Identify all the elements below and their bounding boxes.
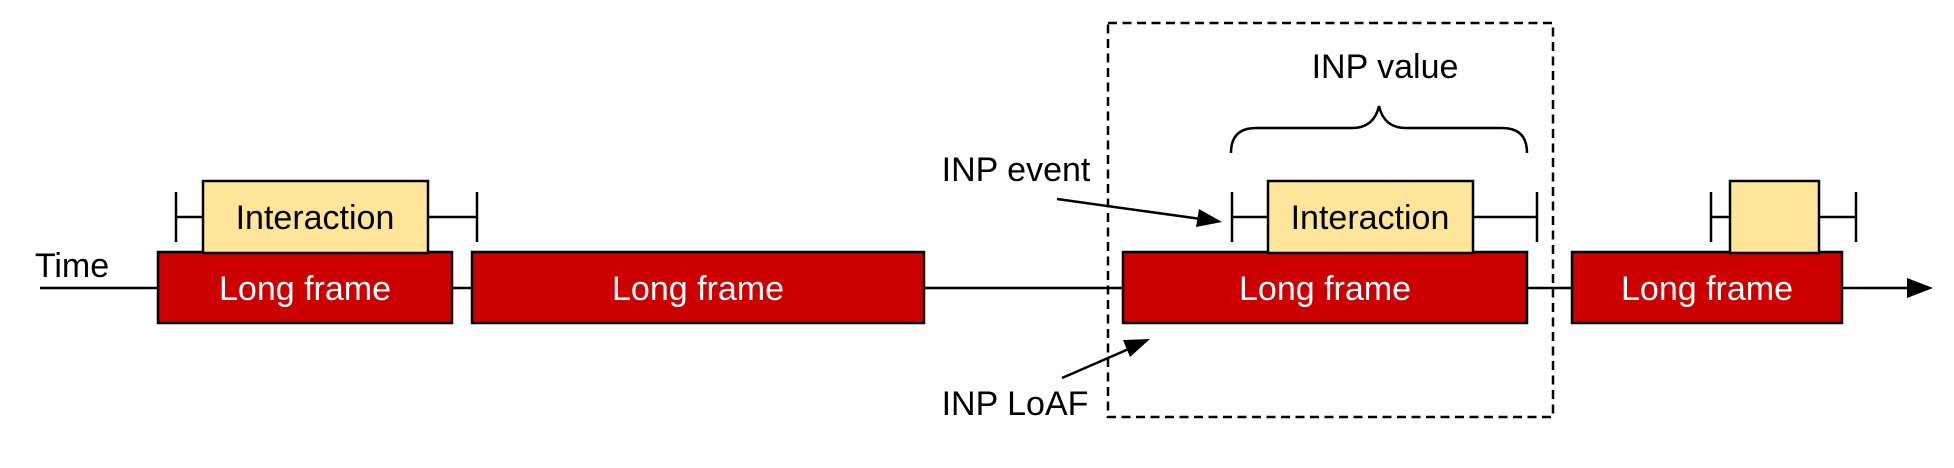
interaction-box-1 bbox=[201, 179, 430, 255]
long-frame-group: Long frame Long frame Long frame Long fr… bbox=[156, 250, 1844, 325]
inp-loaf-label: INP LoAF bbox=[942, 385, 1089, 423]
long-frame-label-3: Long frame bbox=[1239, 270, 1411, 308]
long-frame-box-1 bbox=[156, 250, 454, 325]
inp-event-arrow-line bbox=[1056, 197, 1202, 221]
interaction-2-whiskers bbox=[1230, 192, 1539, 242]
inp-loaf-arrow-icon bbox=[1061, 339, 1150, 380]
long-frame-label-2: Long frame bbox=[612, 270, 784, 308]
inp-value-label: INP value bbox=[1312, 48, 1459, 86]
interaction-1-whiskers bbox=[174, 192, 479, 242]
long-frame-box-2 bbox=[470, 250, 926, 325]
inp-loaf-dashed-region bbox=[1106, 21, 1555, 419]
inp-event-arrowhead-icon bbox=[1196, 209, 1222, 227]
time-label: Time bbox=[35, 247, 109, 285]
interaction-group: Interaction Interaction bbox=[201, 179, 1821, 255]
inp-event-arrow-icon bbox=[1056, 197, 1222, 227]
inp-value-brace-icon bbox=[1229, 105, 1529, 154]
timeline-arrowhead-icon bbox=[1907, 278, 1933, 298]
interaction-label-2: Interaction bbox=[1291, 199, 1450, 237]
interaction-3-whiskers bbox=[1709, 192, 1858, 242]
interaction-box-2 bbox=[1266, 179, 1475, 255]
long-frame-box-4 bbox=[1570, 250, 1844, 325]
interaction-box-3 bbox=[1728, 179, 1821, 255]
inp-loaf-arrow-line bbox=[1061, 346, 1132, 380]
inp-event-label: INP event bbox=[942, 151, 1091, 189]
long-frame-box-3 bbox=[1121, 250, 1529, 325]
interaction-label-1: Interaction bbox=[236, 199, 395, 237]
long-frame-label-1: Long frame bbox=[219, 270, 391, 308]
long-frame-label-4: Long frame bbox=[1621, 270, 1793, 308]
inp-loaf-arrowhead-icon bbox=[1123, 339, 1150, 357]
